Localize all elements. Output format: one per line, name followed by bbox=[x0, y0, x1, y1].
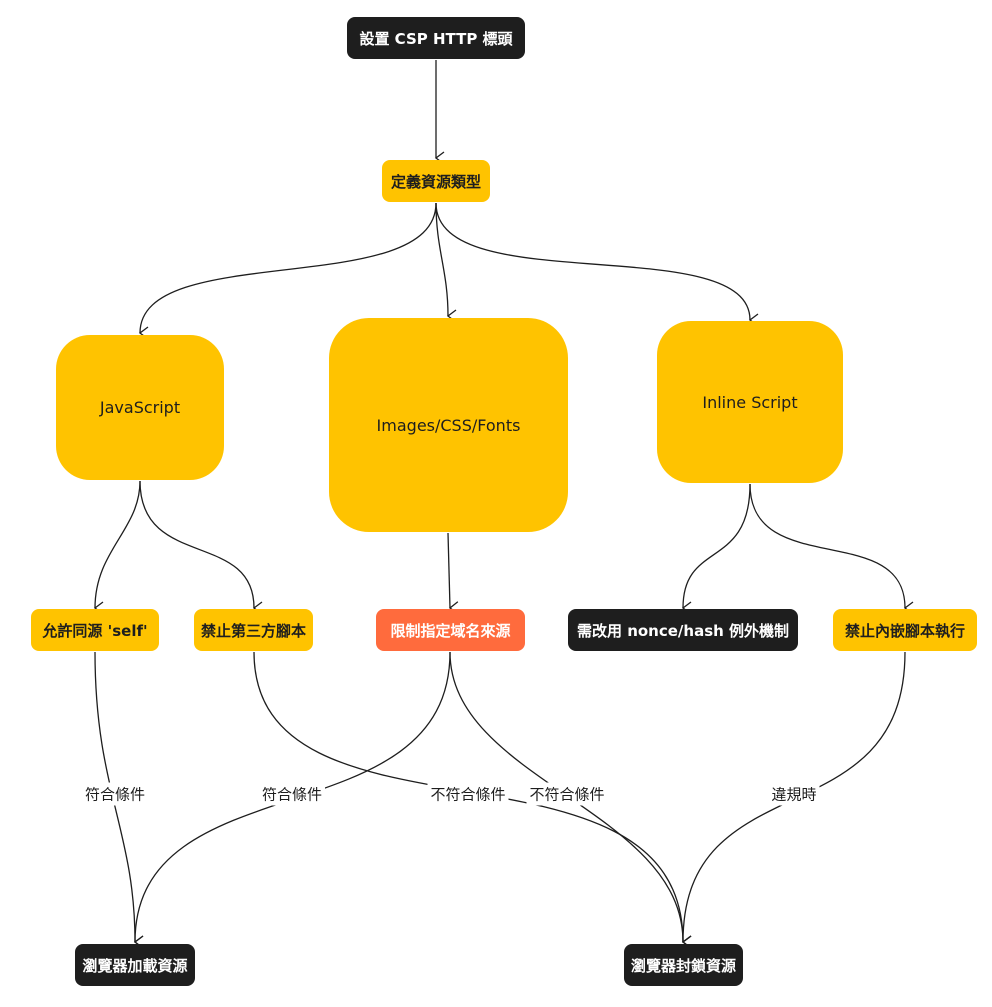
block-inline-label: 禁止內嵌腳本執行 bbox=[844, 621, 965, 640]
edge-label-restrict-to-load: 符合條件 bbox=[258, 782, 326, 806]
inline-script-node[interactable]: Inline Script bbox=[657, 321, 843, 483]
images-css-fonts-label: Images/CSS/Fonts bbox=[376, 415, 521, 435]
allow-same-origin-label: 允許同源 'self' bbox=[42, 621, 148, 640]
edge-inline-to-block-inline bbox=[749, 483, 914, 615]
javascript-label: JavaScript bbox=[99, 398, 181, 417]
edge-label-inline-violation: 違規時 bbox=[768, 782, 820, 806]
edge-define-to-inline bbox=[435, 202, 759, 327]
browser-block-node[interactable]: 瀏覽器封鎖資源 bbox=[624, 944, 743, 986]
restrict-domains-node[interactable]: 限制指定域名來源 bbox=[376, 609, 525, 651]
restrict-domains-label: 限制指定域名來源 bbox=[390, 621, 511, 640]
edge-images-to-restrict bbox=[447, 532, 459, 615]
inline-script-label: Inline Script bbox=[702, 392, 798, 412]
set-csp-header-label: 設置 CSP HTTP 標頭 bbox=[359, 29, 513, 48]
edge-define-to-javascript bbox=[138, 202, 437, 340]
define-resource-types-label: 定義資源類型 bbox=[390, 172, 481, 191]
nonce-hash-label: 需改用 nonce/hash 例外機制 bbox=[576, 621, 790, 640]
edge-javascript-to-allow bbox=[93, 480, 141, 615]
edge-label-restrict-to-block: 不符合條件 bbox=[526, 782, 608, 806]
browser-block-label: 瀏覽器封鎖資源 bbox=[630, 956, 736, 975]
set-csp-header-node[interactable]: 設置 CSP HTTP 標頭 bbox=[347, 17, 525, 59]
edge-label-allow-to-load: 符合條件 bbox=[81, 782, 149, 806]
edge-allow-to-load bbox=[94, 651, 144, 949]
edge-label-third-party-to-block: 不符合條件 bbox=[427, 782, 509, 806]
browser-load-node[interactable]: 瀏覽器加載資源 bbox=[75, 944, 195, 986]
edge-javascript-to-block-third bbox=[139, 480, 263, 615]
javascript-node[interactable]: JavaScript bbox=[56, 335, 224, 480]
images-css-fonts-node[interactable]: Images/CSS/Fonts bbox=[329, 318, 568, 532]
block-inline-node[interactable]: 禁止內嵌腳本執行 bbox=[833, 609, 977, 651]
nonce-hash-node[interactable]: 需改用 nonce/hash 例外機制 bbox=[568, 609, 798, 651]
edge-inline-to-nonce bbox=[681, 483, 751, 615]
block-third-party-node[interactable]: 禁止第三方腳本 bbox=[194, 609, 313, 651]
allow-same-origin-node[interactable]: 允許同源 'self' bbox=[31, 609, 159, 651]
define-resource-types-node[interactable]: 定義資源類型 bbox=[382, 160, 490, 202]
browser-load-label: 瀏覽器加載資源 bbox=[82, 956, 188, 975]
edge-define-to-images bbox=[435, 202, 457, 323]
block-third-party-label: 禁止第三方腳本 bbox=[200, 621, 306, 640]
